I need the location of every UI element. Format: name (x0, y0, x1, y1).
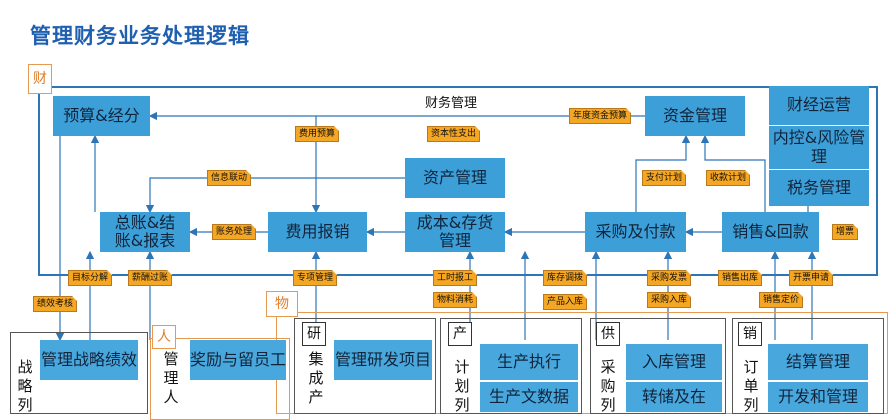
reward-box[interactable]: 奖励与留员工 (190, 340, 286, 380)
label-product-in: 产品入库 (543, 294, 588, 310)
strategy-vertical-label: 战略列 (17, 358, 33, 414)
page-title: 管理财务业务处理逻辑 (30, 24, 250, 48)
label-capex: 资本性支出 (427, 126, 481, 142)
prod-box[interactable]: 生产执行 (480, 344, 578, 380)
transfer-box[interactable]: 转储及在 (626, 382, 722, 412)
cost-box[interactable]: 成本&存货管理 (405, 212, 505, 252)
label-material: 物料消耗 (433, 292, 478, 308)
ops-box[interactable]: 财经运营 (769, 86, 869, 126)
label-open-invoice: 开票申请 (789, 270, 834, 286)
rd-box[interactable]: 管理研发项目 (334, 340, 432, 380)
sales-tag: 销 (738, 322, 762, 346)
capital-box[interactable]: 资金管理 (645, 96, 745, 136)
perf-box[interactable]: 管理战略绩效 (40, 340, 138, 380)
label-sales-out: 销售出库 (718, 270, 763, 286)
label-annual-budget: 年度资金预算 (569, 108, 632, 124)
label-stock-adj: 库存调拨 (543, 270, 588, 286)
sales-box[interactable]: 销售&回款 (722, 212, 819, 252)
tag-ren: 人 (152, 325, 176, 349)
asset-box[interactable]: 资产管理 (405, 158, 505, 198)
label-info-link: 信息联动 (207, 170, 252, 186)
devmgmt-box[interactable]: 开发和管理 (768, 382, 868, 412)
label-labor: 工时报工 (433, 270, 478, 286)
label-special: 专项管理 (293, 270, 338, 286)
label-perf-eval: 绩效考核 (33, 296, 78, 312)
manage-person-vertical-label: 管理人 (163, 350, 179, 406)
production-tag: 产 (448, 322, 472, 346)
tag-wu: 物 (266, 291, 298, 317)
tag-cai: 财 (28, 64, 52, 94)
order-vertical-label: 订单列 (743, 358, 759, 414)
label-salary: 薪酬过账 (128, 270, 173, 286)
finance-management-heading: 财务管理 (425, 96, 478, 111)
plan-vertical-label: 计划列 (454, 358, 470, 414)
label-invoice: 增票 (832, 224, 859, 240)
label-purchase-inv: 采购发票 (647, 270, 692, 286)
label-acct-proc: 账务处理 (212, 224, 257, 240)
label-target: 目标分解 (68, 270, 113, 286)
label-pay-plan: 支付计划 (642, 170, 687, 186)
prod2-box[interactable]: 生产文数据 (480, 382, 578, 412)
control-box[interactable]: 内控&风险管理 (769, 126, 869, 170)
tax-box[interactable]: 税务管理 (769, 170, 869, 206)
stock-in-box[interactable]: 入库管理 (626, 344, 722, 380)
settle-box[interactable]: 结算管理 (768, 344, 868, 380)
budget-box[interactable]: 预算&经分 (53, 96, 150, 136)
label-purchase-in: 采购入库 (647, 292, 692, 308)
purchase-box[interactable]: 采购及付款 (585, 212, 686, 252)
supply-tag: 供 (596, 322, 620, 346)
ledger-box[interactable]: 总账&结账&报表 (100, 212, 190, 252)
purchase-vertical-label: 采购列 (600, 358, 616, 414)
integration-vertical-label: 集成产 (308, 350, 324, 406)
label-collect-plan: 收款计划 (706, 170, 751, 186)
label-expense-budget: 费用预算 (295, 126, 340, 142)
rd-tag: 研 (302, 322, 326, 346)
expense-box[interactable]: 费用报销 (268, 212, 367, 252)
label-sales-price: 销售定价 (759, 292, 804, 308)
